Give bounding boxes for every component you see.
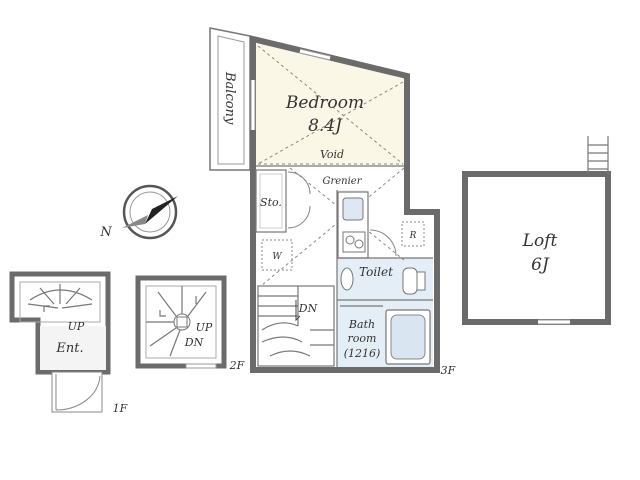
bedroom-size: 8.4J — [308, 116, 343, 136]
stairs-2f — [145, 285, 217, 359]
void-label: Void — [320, 148, 344, 161]
toilet-fixture — [340, 267, 426, 295]
stairs-2f-up-label: UP — [196, 321, 213, 334]
third-floor-walls — [250, 35, 440, 373]
balcony: Balcony — [209, 27, 251, 171]
washer-label: W — [272, 252, 282, 262]
bath-label-2: room — [348, 332, 377, 345]
storage-closet — [255, 169, 311, 233]
compass: N — [99, 184, 178, 240]
stairs-3f-dn-label: DN — [298, 302, 318, 315]
stairs-1f-up-label: UP — [68, 320, 85, 333]
compass-needle-icon — [145, 196, 178, 224]
bedroom-name: Bedroom — [285, 93, 364, 113]
void-outline — [257, 45, 404, 165]
loft: Loft 6J — [462, 136, 611, 325]
entrance-floor — [40, 326, 106, 370]
washer-space — [261, 239, 293, 271]
bath-label-1: Bath — [348, 318, 375, 331]
entrance-door — [51, 371, 103, 413]
stairs-2f-dn-label: DN — [184, 336, 204, 349]
kitchen-unit — [337, 191, 369, 259]
floor-1f-label: 1F — [113, 402, 128, 415]
bath-label-3: (1216) — [344, 347, 381, 360]
compass-north: N — [99, 225, 112, 240]
stairs-3f — [257, 285, 335, 367]
second-floor: UP DN 2F — [135, 275, 245, 372]
balcony-label: Balcony — [222, 71, 237, 125]
entrance-label: Ent. — [55, 341, 83, 356]
loft-size: 6J — [531, 255, 550, 275]
fridge-space — [401, 221, 425, 247]
floor-2f-label: 2F — [229, 359, 245, 372]
grenier-label: Grenier — [322, 176, 362, 187]
stairs-1f — [27, 284, 93, 312]
first-floor: UP Ent. 1F — [9, 271, 128, 415]
loft-ladder — [587, 136, 609, 174]
bathtub — [340, 305, 431, 365]
storage-label: Sto. — [260, 196, 282, 209]
floor-3f-label: 3F — [441, 364, 456, 377]
fridge-label: R — [409, 231, 417, 241]
toilet-label: Toilet — [359, 265, 393, 279]
loft-name: Loft — [522, 231, 558, 251]
